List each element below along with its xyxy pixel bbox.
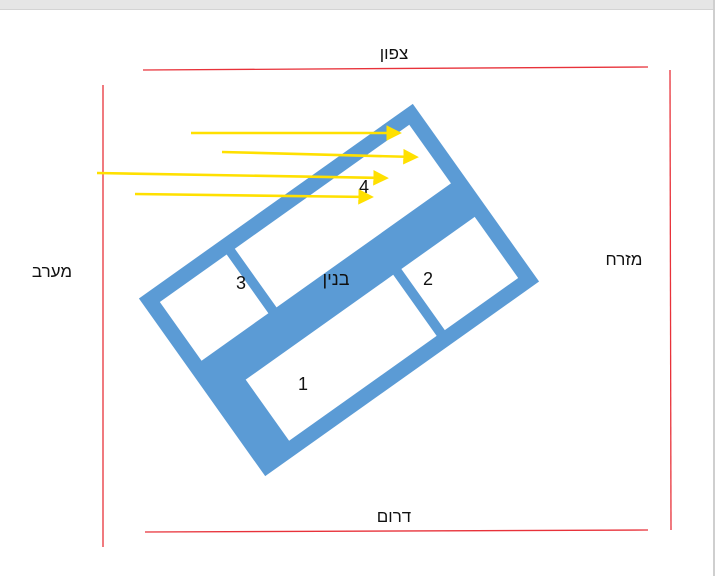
building-label: בנין	[322, 269, 349, 289]
north-label: צפון	[380, 44, 408, 63]
window-top-bar	[0, 0, 715, 10]
north-boundary-line	[142, 66, 649, 71]
room-2-box	[401, 216, 519, 331]
room-3-box	[159, 254, 269, 361]
east-boundary-line	[669, 69, 672, 531]
building	[138, 103, 540, 477]
room-2-label: 2	[423, 269, 433, 289]
east-label: מזרח	[606, 250, 643, 269]
window-right-edge	[713, 0, 715, 576]
room-4-box	[234, 124, 451, 308]
building-outline	[138, 103, 540, 477]
sun-arrow-3	[96, 169, 389, 186]
room-3-label: 3	[236, 273, 246, 293]
south-label: דרום	[377, 507, 411, 526]
sun-arrow-2	[221, 148, 419, 165]
room-4-label: 4	[359, 177, 369, 197]
room-1-box	[245, 274, 437, 441]
south-boundary-line	[144, 529, 649, 533]
sun-arrow-4	[134, 189, 374, 205]
room-1-label: 1	[298, 374, 308, 394]
west-label: מערב	[32, 262, 72, 281]
